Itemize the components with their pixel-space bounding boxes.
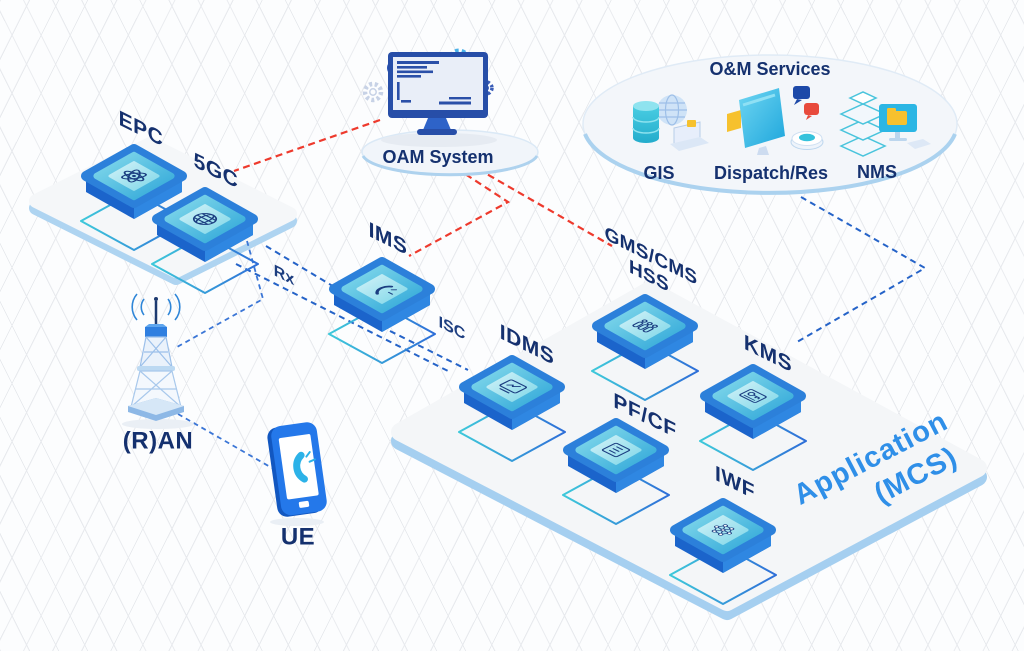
nms-label: NMS (857, 162, 897, 182)
radio-tower-icon (122, 293, 194, 429)
gis-database-globe-icon (632, 94, 709, 151)
call-icon (293, 451, 308, 483)
ims-label: IMS (369, 217, 408, 260)
link-red-oam-gms (477, 168, 613, 247)
ran-label: (R)AN (123, 427, 193, 454)
gear-icon-small (478, 80, 494, 96)
oam-system (361, 48, 539, 177)
dispatch-res-label: Dispatch/Res (714, 163, 828, 183)
smartphone-icon (267, 422, 327, 526)
link-services-kms (796, 196, 928, 343)
gis-label: GIS (643, 163, 674, 183)
link-rx-core-ims (265, 245, 337, 289)
ue-label: UE (281, 523, 315, 550)
om-services-title: O&M Services (709, 59, 830, 79)
server-monitor-icon (839, 91, 931, 157)
link-core-application (235, 263, 449, 372)
node-ims (328, 262, 436, 364)
om-services-group (582, 54, 958, 195)
oam-label: OAM System (382, 147, 493, 167)
link-red-oam-5gc (233, 118, 381, 173)
isc-link-label: ISC (439, 312, 466, 343)
dispatch-console-icon (727, 86, 824, 155)
link-isc-ims-idms (389, 330, 469, 371)
monitor-tools-icon (362, 48, 497, 147)
link-red-oam-ims (408, 167, 511, 257)
link-ran-ue (177, 413, 273, 469)
